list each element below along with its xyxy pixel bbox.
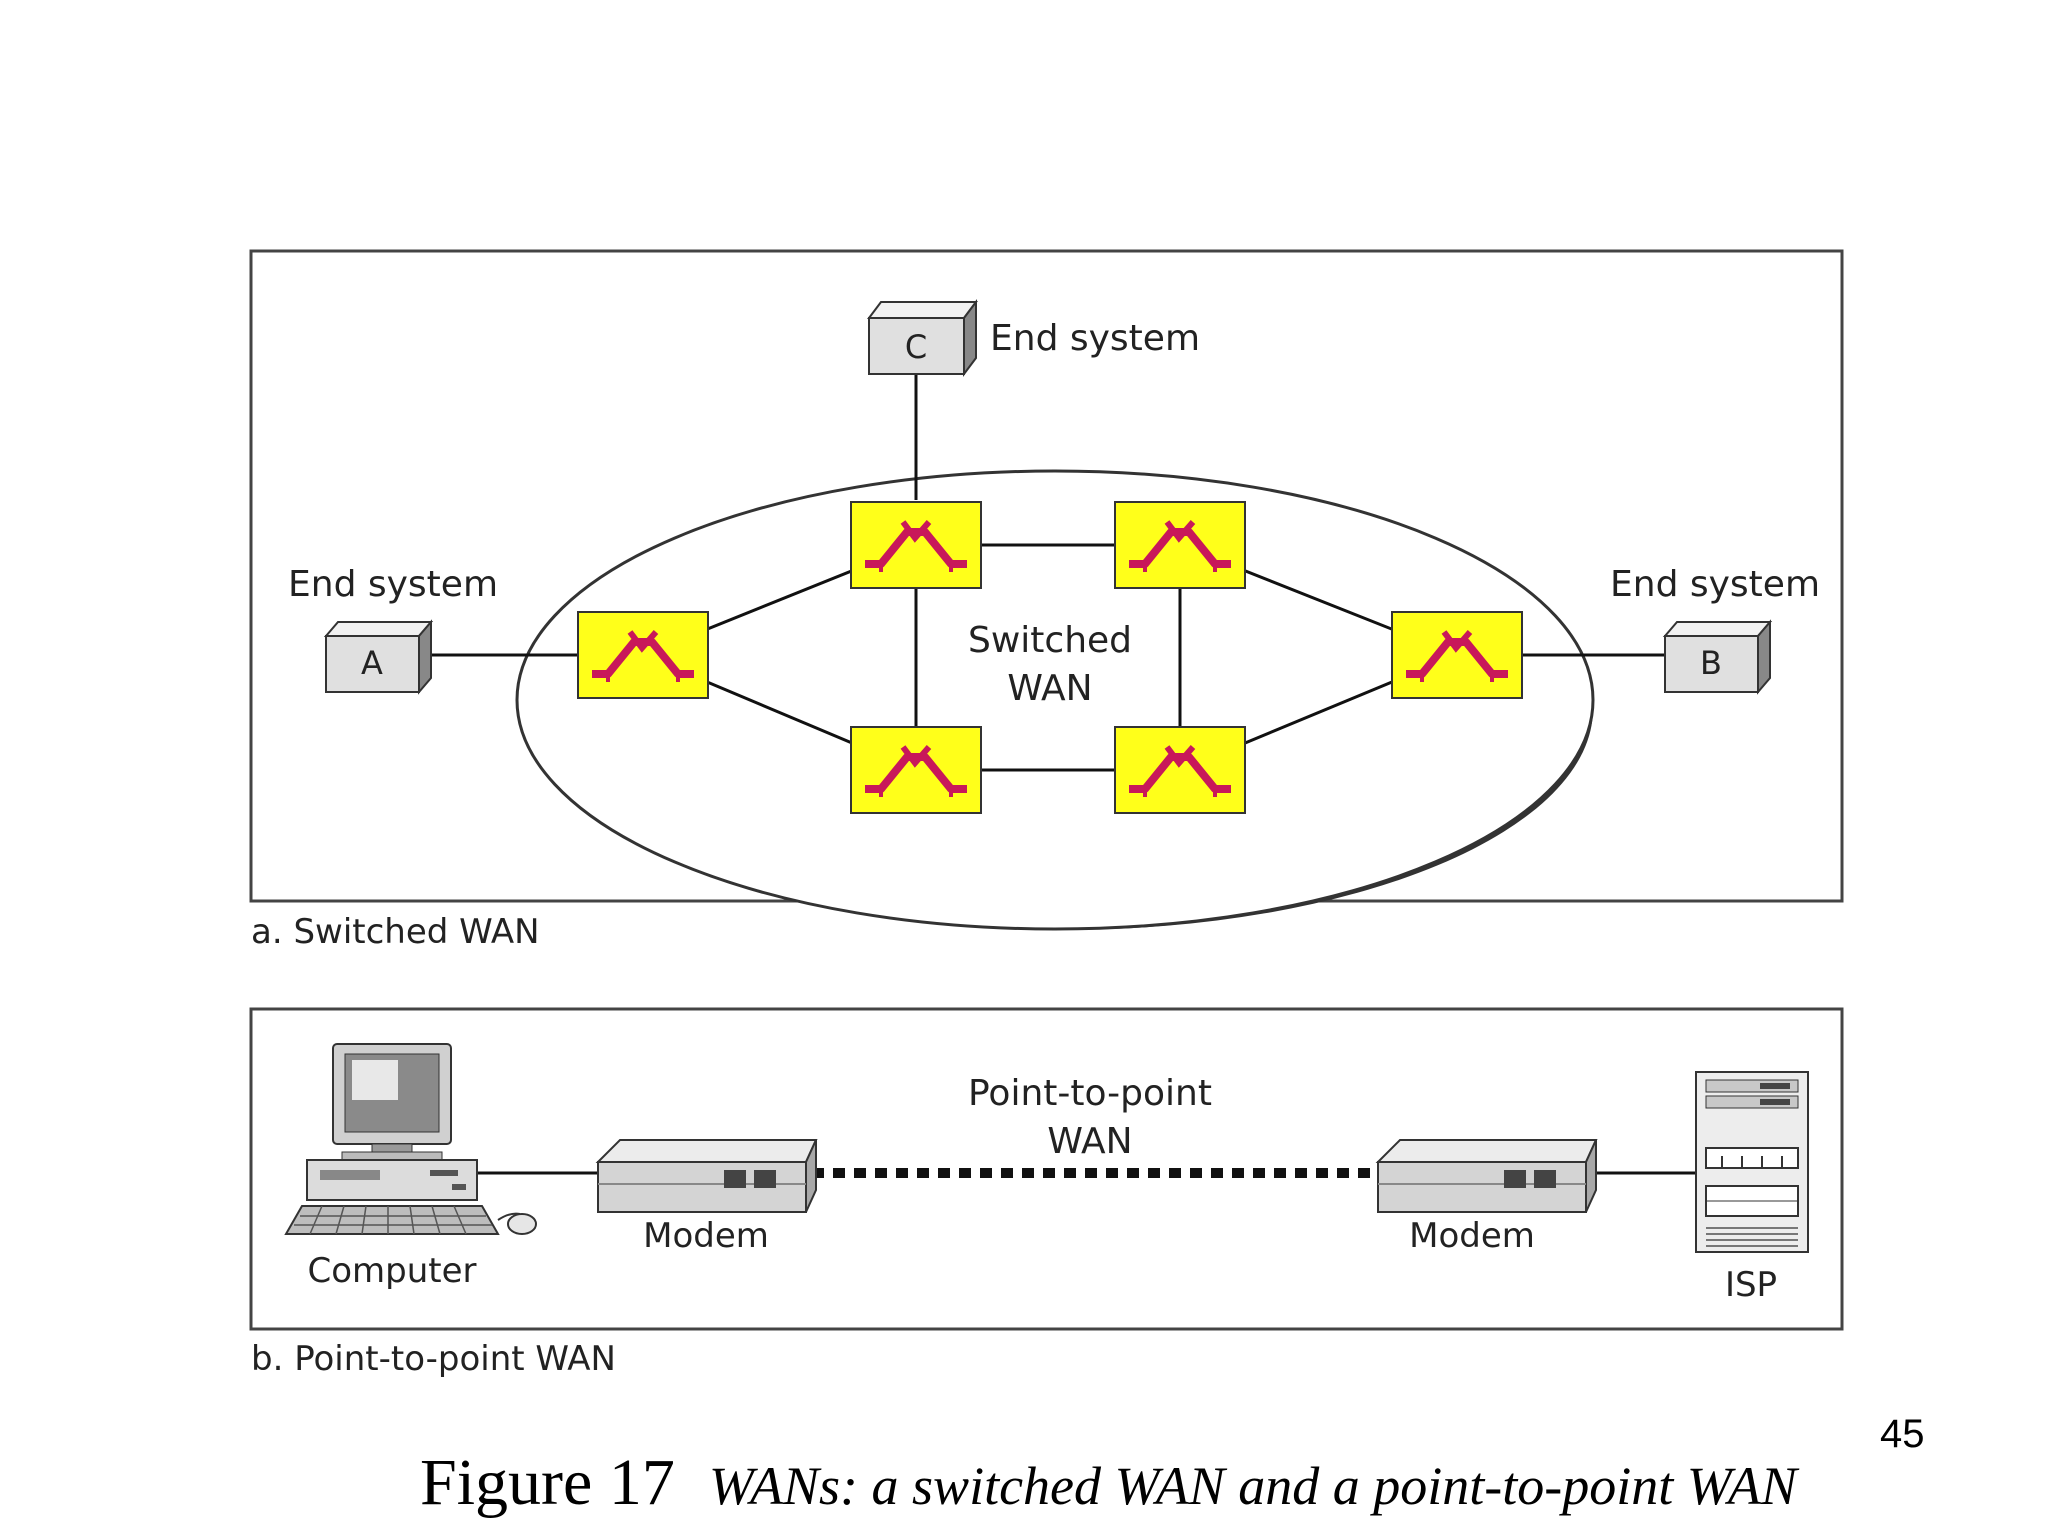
- switch-left: [578, 612, 708, 698]
- switch-top-right: [1115, 502, 1245, 588]
- figure-caption: Figure 17 WANs: a switched WAN and a poin…: [420, 1445, 1797, 1521]
- figure-number: Figure 17: [420, 1446, 675, 1519]
- switch-right: [1392, 612, 1522, 698]
- end-system-a-label: End system: [288, 564, 498, 605]
- modem-left-icon: [597, 1139, 817, 1213]
- end-system-a: A: [323, 619, 434, 695]
- p2p-wan-caption: b. Point-to-point WAN: [251, 1339, 616, 1379]
- end-system-b-label: End system: [1610, 564, 1820, 605]
- modem-right-icon: [1377, 1139, 1597, 1213]
- isp-label: ISP: [1725, 1265, 1777, 1305]
- p2p-wan-label-line2: WAN: [1047, 1121, 1132, 1162]
- page-number: 45: [1880, 1412, 1925, 1456]
- end-system-c-letter: C: [905, 328, 927, 366]
- modem-right-label: Modem: [1409, 1216, 1535, 1256]
- p2p-wan-label-line1: Point-to-point: [968, 1073, 1212, 1114]
- switched-wan-label-line1: Switched: [968, 620, 1132, 661]
- switch-bottom-right: [1115, 727, 1245, 813]
- switch-top-left: [851, 502, 981, 588]
- end-system-b-letter: B: [1700, 644, 1722, 682]
- end-system-c: C: [867, 299, 978, 377]
- figure-caption-text: WANs: a switched WAN and a point-to-poin…: [708, 1456, 1797, 1516]
- end-system-b: B: [1662, 619, 1773, 695]
- switched-wan-caption: a. Switched WAN: [251, 912, 540, 952]
- computer-label: Computer: [307, 1251, 476, 1291]
- end-system-a-letter: A: [361, 644, 383, 682]
- switched-wan-cloud: [515, 469, 1595, 931]
- isp-server-icon: [1695, 1071, 1809, 1253]
- modem-left-label: Modem: [643, 1216, 769, 1256]
- computer-icon: [284, 1043, 537, 1235]
- switched-wan-label-line2: WAN: [1007, 668, 1092, 709]
- switch-bottom-left: [851, 727, 981, 813]
- end-system-c-label: End system: [990, 318, 1200, 359]
